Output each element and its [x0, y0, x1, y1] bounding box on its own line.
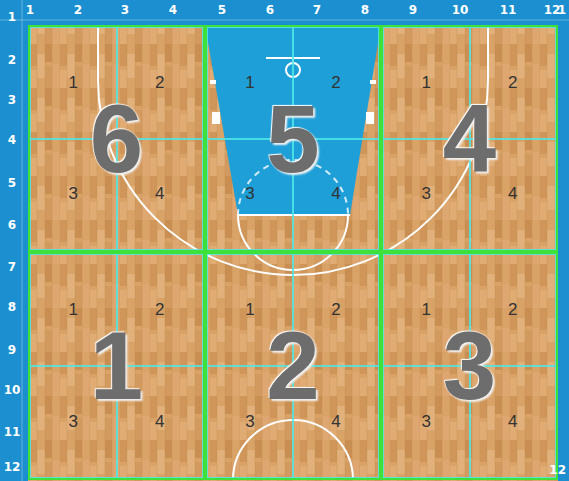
sub-zone-number: 1 [422, 73, 431, 93]
zone-number: 2 [266, 318, 319, 414]
grid-coordinate: 6 [266, 4, 274, 16]
grid-coordinate: 11 [500, 4, 517, 16]
sub-zone-number: 3 [422, 184, 431, 204]
zone-number: 4 [443, 91, 496, 187]
grid-coordinate: 9 [409, 4, 417, 16]
sub-zone-number: 3 [69, 412, 78, 432]
court-floor [28, 25, 558, 481]
grid-coordinate: 4 [8, 134, 16, 146]
grid-coordinate: 12 [549, 464, 566, 476]
sub-zone-number: 4 [508, 184, 517, 204]
grid-coordinate: 7 [8, 261, 16, 273]
sub-zone-number: 3 [422, 412, 431, 432]
zone-number: 5 [266, 91, 319, 187]
grid-coordinate: 1 [8, 11, 16, 23]
grid-coordinate: 12 [4, 461, 21, 473]
grid-coordinate: 3 [121, 4, 129, 16]
grid-coordinate: 5 [218, 4, 226, 16]
grid-coordinate: 9 [8, 344, 16, 356]
grid-coordinate: 6 [8, 219, 16, 231]
grid-coordinate: 11 [4, 426, 21, 438]
grid-coordinate: 10 [452, 4, 469, 16]
sub-zone-number: 3 [69, 184, 78, 204]
sub-zone-number: 4 [331, 412, 340, 432]
sub-zone-number: 4 [155, 412, 164, 432]
sub-zone-number: 1 [245, 73, 254, 93]
sub-zone-number: 2 [508, 300, 517, 320]
grid-coordinate: 8 [8, 301, 16, 313]
grid-coordinate: 3 [8, 94, 16, 106]
sub-zone-number: 2 [331, 73, 340, 93]
court-zone: 12341 [28, 252, 205, 480]
court-zone: 1 2 3 46 [28, 25, 205, 252]
court-zone: 12344 [381, 25, 558, 252]
court-zone: 12342 [205, 252, 381, 480]
sub-zone-number: 1 [422, 300, 431, 320]
sub-zone-number: 4 [155, 184, 164, 204]
sub-zone-number: 1 [69, 73, 78, 93]
sub-zone-number: 4 [508, 412, 517, 432]
sub-zone-number: 2 [155, 300, 164, 320]
court-zone: 12343 [381, 252, 558, 480]
grid-coordinate: 8 [361, 4, 369, 16]
sub-zone-number: 2 [508, 73, 517, 93]
court-zone: 1 2 3 45 [205, 25, 381, 252]
sub-zone-number: 3 [245, 412, 254, 432]
grid-coordinate: 1 [26, 4, 34, 16]
sub-zone-number: 1 [245, 300, 254, 320]
zone-number: 6 [90, 91, 143, 187]
sub-zone-number: 3 [245, 184, 254, 204]
sub-zone-number: 1 [69, 300, 78, 320]
grid-coordinate: 2 [74, 4, 82, 16]
grid-coordinate: 2 [8, 54, 16, 66]
grid-coordinate: 4 [169, 4, 177, 16]
zone-number: 3 [443, 318, 496, 414]
sub-zone-number: 2 [155, 73, 164, 93]
sub-zone-number: 4 [331, 184, 340, 204]
zone-number: 1 [90, 318, 143, 414]
grid-coordinate: 7 [313, 4, 321, 16]
grid-coordinate: 10 [4, 384, 21, 396]
grid-coordinate: 5 [8, 177, 16, 189]
sub-zone-number: 2 [331, 300, 340, 320]
grid-coordinate: 1 [558, 4, 566, 16]
